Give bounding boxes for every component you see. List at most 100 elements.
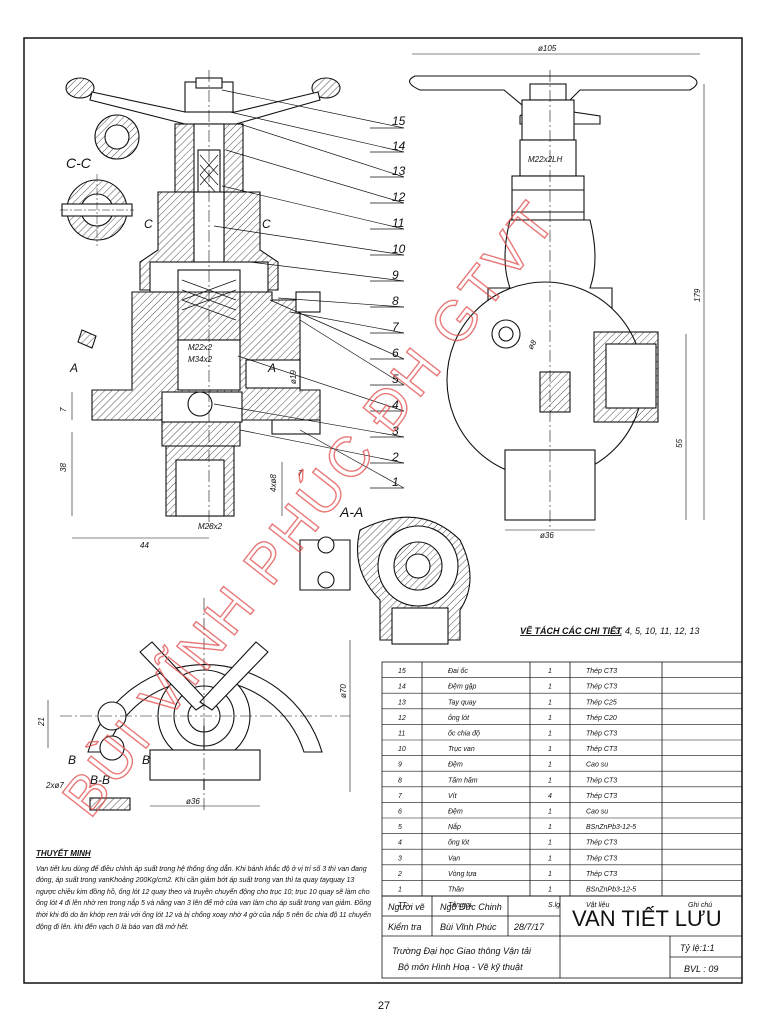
dim-m34x2: M34x2 <box>188 355 213 364</box>
table-cell-material: Thép CT3 <box>586 871 617 878</box>
dim-m22x2: M22x2 <box>188 343 213 352</box>
table-cell-material: Thép CT3 <box>586 668 617 675</box>
callout-leaders <box>213 89 405 489</box>
sheet-number: BVL : 09 <box>684 964 718 974</box>
table-cell-material: Cao su <box>586 762 608 769</box>
dim-7b: 7 <box>298 469 303 478</box>
drawing-border <box>23 37 743 984</box>
table-cell-material: BSnZnPb3-12-5 <box>586 824 636 831</box>
table-cell-no: 4 <box>398 840 402 847</box>
table-cell-no: 14 <box>398 684 406 691</box>
table-cell-name: Vòng tựa <box>448 871 477 878</box>
dim-38: 38 <box>59 463 68 472</box>
callout-4: 4 <box>392 398 399 412</box>
dim-4xd8: 4xø8 <box>269 474 278 492</box>
table-cell-qty: 1 <box>548 809 552 816</box>
callout-9: 9 <box>392 268 399 282</box>
part-callouts: 15 14 13 12 11 10 9 8 7 6 5 4 3 2 1 <box>391 114 406 489</box>
detail-note-parts: : 3, 4, 5, 10, 11, 12, 13 <box>610 626 699 636</box>
front-section-view <box>65 70 341 539</box>
callout-8: 8 <box>392 294 399 308</box>
table-cell-qty: 1 <box>548 699 552 706</box>
table-cell-qty: 1 <box>548 668 552 675</box>
table-cell-material: Thép CT3 <box>586 746 617 753</box>
table-cell-qty: 1 <box>548 715 552 722</box>
description-text: Van tiết lưu dùng để điều chỉnh áp suất … <box>36 865 372 931</box>
table-cell-name: Đệm gập <box>448 684 477 691</box>
drawn-name: Ngô Đức Chinh <box>440 902 502 912</box>
cut-c-right: C <box>262 217 271 231</box>
checked-label: Kiểm tra <box>388 922 422 932</box>
callout-1: 1 <box>392 475 399 489</box>
table-cell-no: 10 <box>398 746 406 753</box>
table-cell-material: Thép CT3 <box>586 793 617 800</box>
school-name: Trường Đại học Giao thông Vận tải <box>392 946 532 956</box>
dim-d36-side: ø36 <box>540 531 554 540</box>
section-aa-view <box>299 516 471 645</box>
dim-21: 21 <box>37 717 46 727</box>
table-cell-material: BSnZnPb3-12-5 <box>586 887 636 894</box>
table-cell-no: 13 <box>398 699 406 706</box>
table-cell-name: ống lót <box>448 839 470 847</box>
callout-13: 13 <box>392 164 406 178</box>
cut-a-right: A <box>267 361 276 375</box>
parts-table <box>381 661 743 897</box>
table-cell-material: Thép CT3 <box>586 777 617 784</box>
table-header-name: Tên gọi <box>448 902 472 909</box>
dim-179: 179 <box>693 288 702 302</box>
table-cell-no: 7 <box>398 793 403 800</box>
table-cell-qty: 1 <box>548 840 552 847</box>
callout-14: 14 <box>392 139 406 153</box>
table-cell-qty: 1 <box>548 746 552 753</box>
table-cell-name: ốc chia độ <box>448 730 480 738</box>
table-cell-no: 3 <box>398 855 402 862</box>
dim-44: 44 <box>140 541 149 550</box>
callout-5: 5 <box>392 372 399 386</box>
top-view <box>47 598 351 812</box>
dim-m22x2lh: M22x2LH <box>528 155 562 164</box>
table-cell-material: Cao su <box>586 809 608 816</box>
callout-15: 15 <box>392 114 406 128</box>
description-block: THUYẾT MINH Van tiết lưu dùng để điều ch… <box>36 848 374 933</box>
department-name: Bộ môn Hình Hoạ - Vẽ kỹ thuật <box>398 962 523 972</box>
table-header-no: TT <box>398 902 407 909</box>
table-cell-material: Thép CT3 <box>586 840 617 847</box>
table-header-material: Vật liệu <box>586 902 609 909</box>
table-cell-no: 2 <box>397 871 402 878</box>
section-aa-label: A-A <box>339 504 363 520</box>
table-cell-no: 6 <box>398 809 402 816</box>
cut-a-left: A <box>69 361 78 375</box>
callout-7: 7 <box>392 320 400 334</box>
table-cell-material: Thép C25 <box>586 699 617 706</box>
callout-10: 10 <box>392 242 406 256</box>
table-cell-name: Trục van <box>448 746 475 753</box>
table-cell-qty: 1 <box>548 824 552 831</box>
table-cell-material: Thép CT3 <box>586 855 617 862</box>
table-cell-qty: 1 <box>548 855 552 862</box>
table-cell-name: Đệm <box>448 809 463 816</box>
table-cell-name: Thân <box>448 887 464 894</box>
dim-d19: ø19 <box>289 370 298 384</box>
callout-2: 2 <box>391 450 399 464</box>
table-cell-name: ống lót <box>448 714 470 722</box>
cut-b-right: B <box>142 753 150 767</box>
table-cell-material: Thép C20 <box>586 715 617 722</box>
table-cell-name: Đệm <box>448 762 463 769</box>
dim-2xd7: 2xø7 <box>45 781 64 790</box>
table-cell-name: Tay quay <box>448 699 477 706</box>
section-bb-label: B-B <box>90 773 110 787</box>
table-cell-name: Tấm hãm <box>448 776 478 784</box>
cut-c-left: C <box>144 217 153 231</box>
dim-d105: ø105 <box>538 44 557 53</box>
table-cell-material: Thép CT3 <box>586 731 617 738</box>
side-view-labels: ø105 M22x2LH 179 55 ø36 ø8 <box>526 44 702 540</box>
table-cell-qty: 4 <box>548 793 552 800</box>
scale: Tỷ lệ:1:1 <box>680 943 715 953</box>
table-cell-no: 15 <box>398 668 406 675</box>
table-cell-qty: 1 <box>548 731 552 738</box>
table-cell-qty: 1 <box>548 684 552 691</box>
table-cell-name: Vít <box>448 793 458 800</box>
table-cell-no: 11 <box>398 731 405 738</box>
